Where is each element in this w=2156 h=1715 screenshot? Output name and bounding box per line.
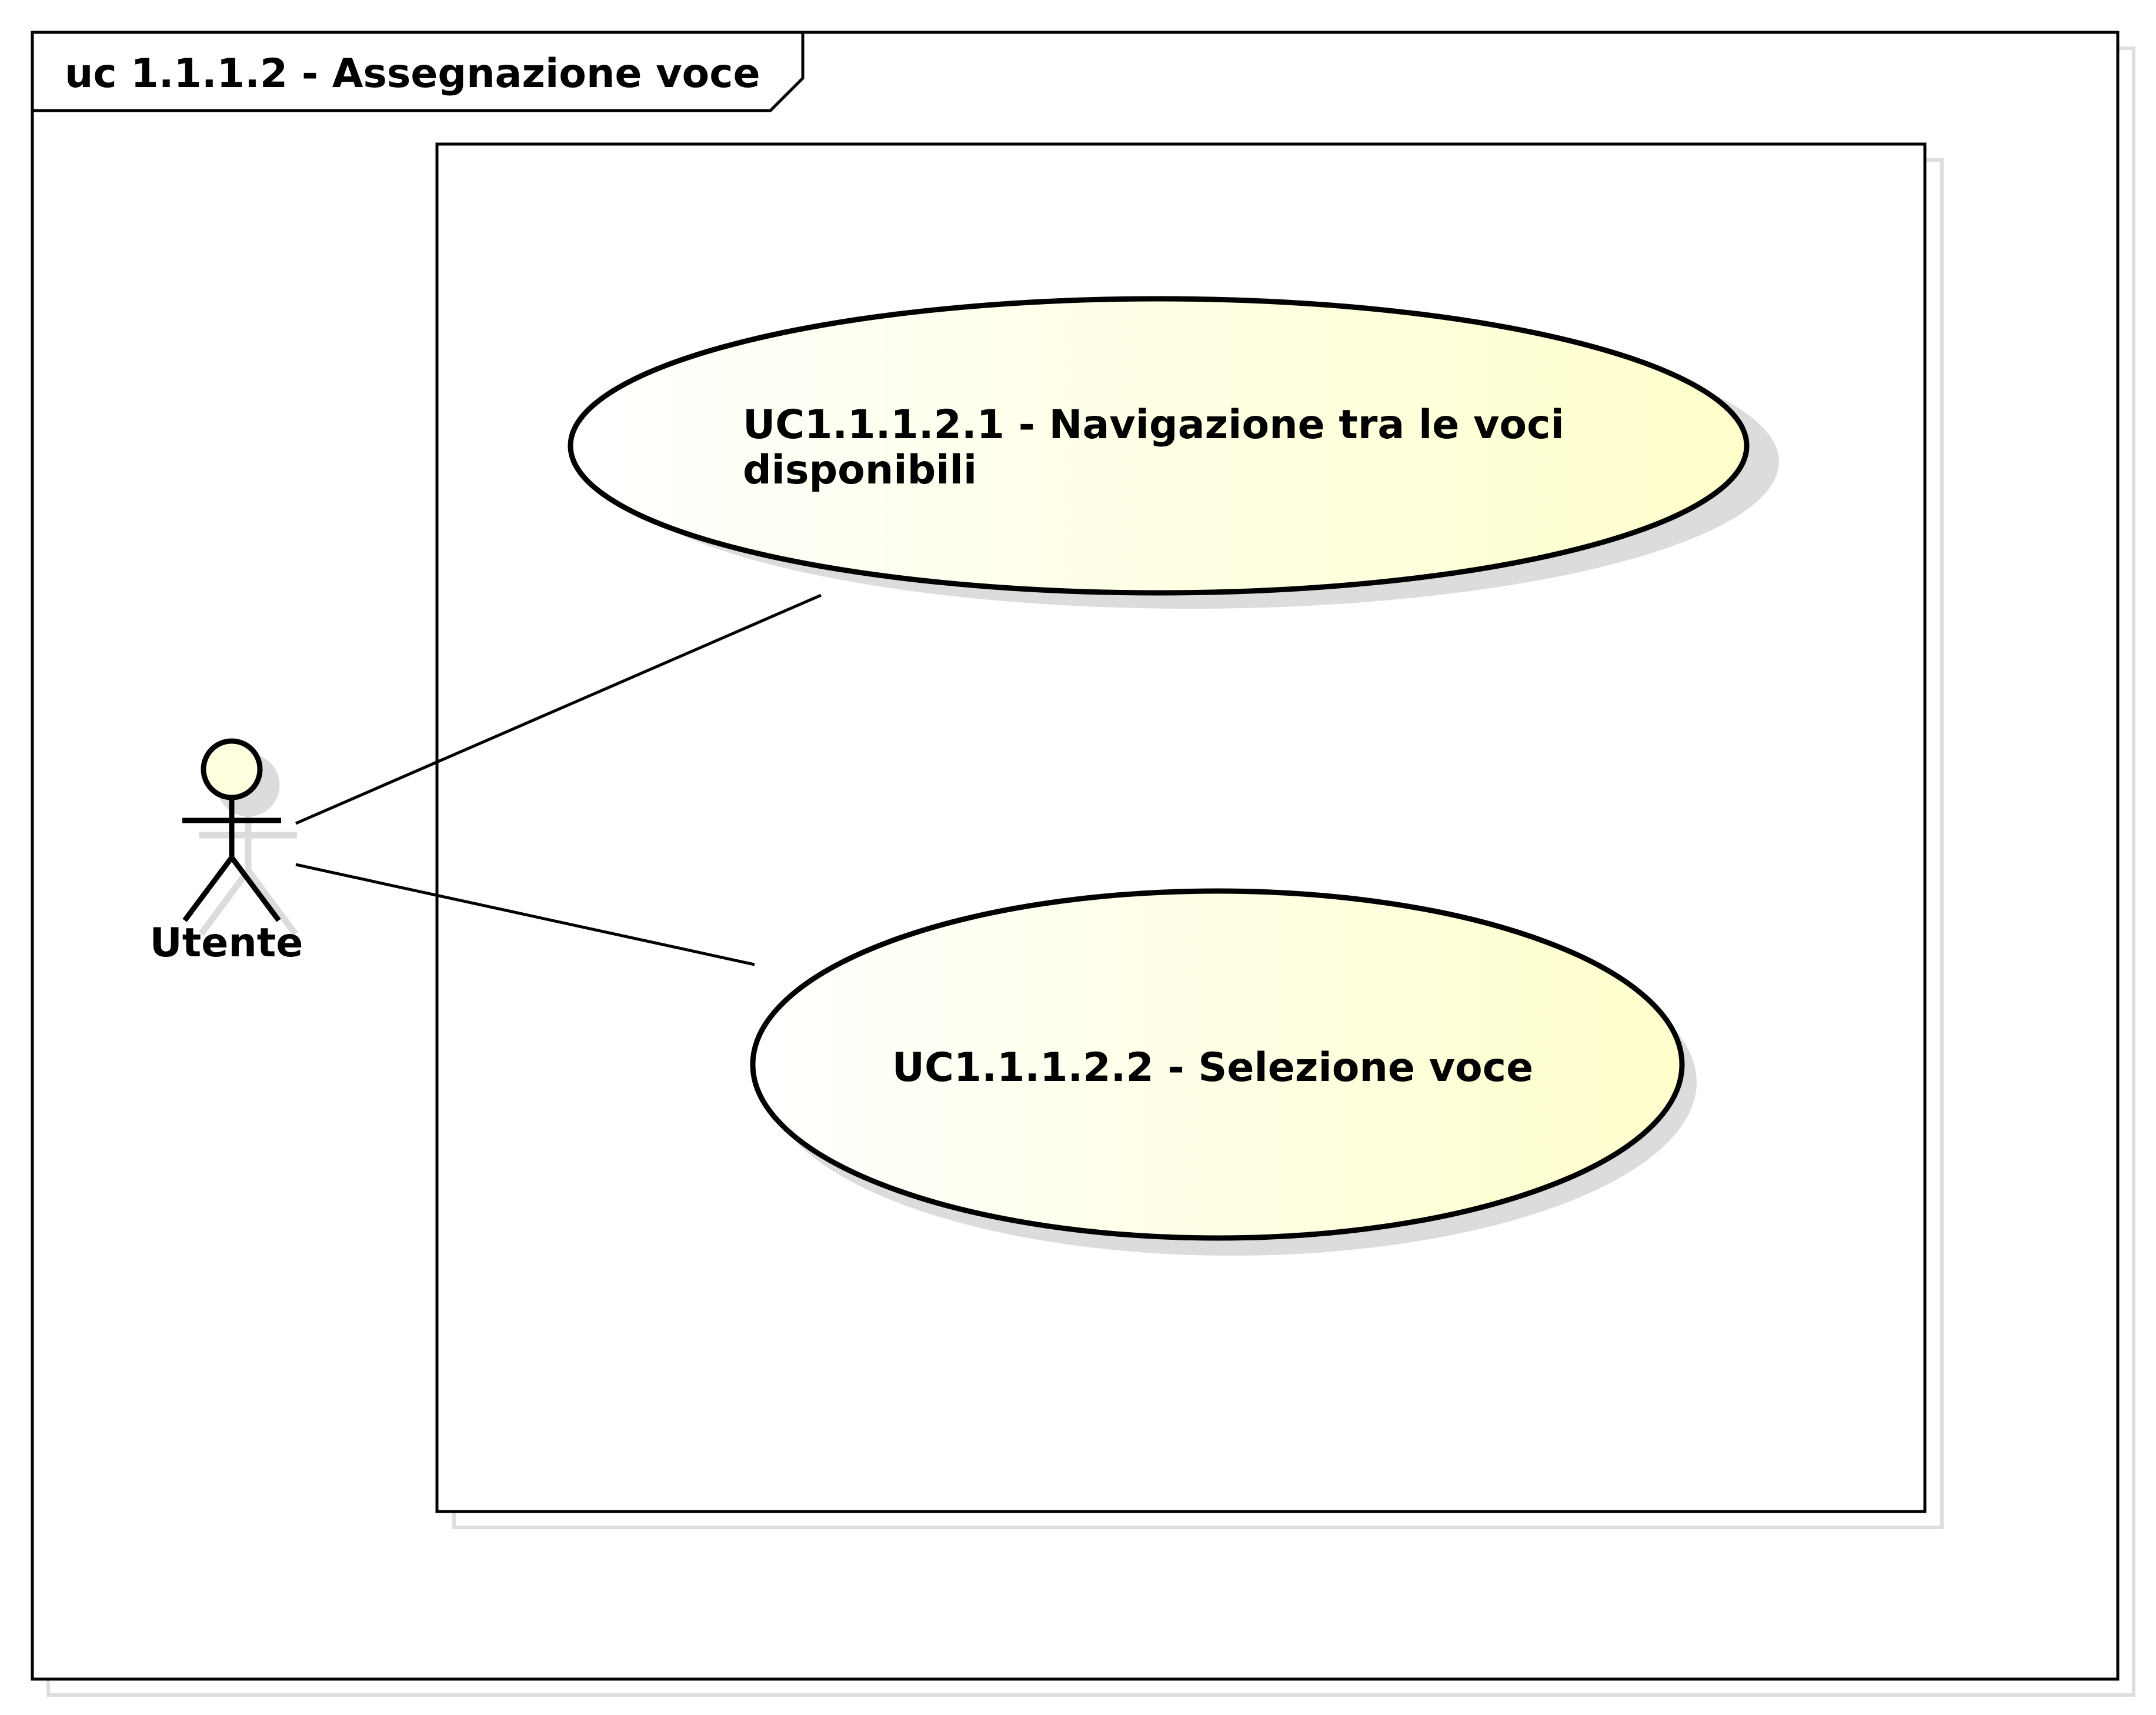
use-case-1-label-line-2: disponibili <box>743 447 977 493</box>
use-case-1-ellipse <box>568 296 1750 596</box>
frame-title: uc 1.1.1.2 - Assegnazione voce <box>65 51 760 97</box>
actor-utente[interactable]: Utente <box>150 738 303 966</box>
association-line-uc1 <box>295 593 822 825</box>
use-case-1[interactable]: UC1.1.1.2.1 - Navigazione tra le voci di… <box>568 296 1779 609</box>
frame-title-tab <box>32 32 805 112</box>
use-case-1-label-line-1: UC1.1.1.2.1 - Navigazione tra le voci <box>743 402 1564 448</box>
stick-figure-icon <box>182 738 281 922</box>
association-line-uc2 <box>295 863 755 966</box>
use-case-2[interactable]: UC1.1.1.2.2 - Selezione voce <box>750 888 1697 1256</box>
use-case-2-ellipse <box>750 888 1685 1241</box>
use-case-2-label: UC1.1.1.2.2 - Selezione voce <box>892 1045 1533 1091</box>
actor-label: Utente <box>150 920 303 966</box>
use-case-1-label: UC1.1.1.2.1 - Navigazione tra le voci di… <box>743 402 1578 493</box>
